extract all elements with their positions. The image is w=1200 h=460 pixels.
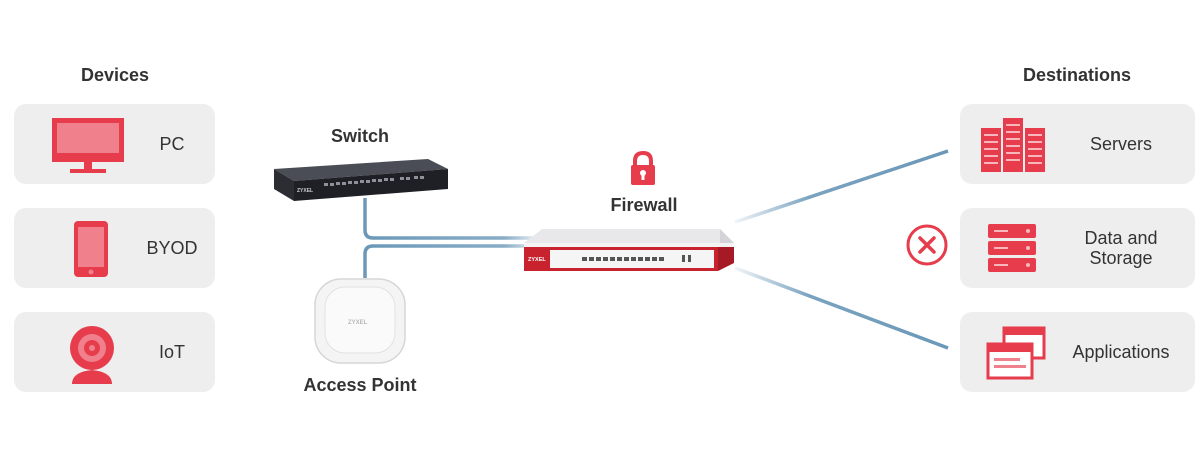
switch-to-firewall-cable <box>363 198 540 240</box>
phone-icon <box>42 218 138 278</box>
camera-icon <box>42 322 138 384</box>
svg-text:ZYXEL: ZYXEL <box>348 320 368 326</box>
destination-card-applications: Applications <box>960 312 1195 392</box>
firewall-heading: Firewall <box>610 195 678 215</box>
device-card-byod: BYOD <box>14 208 215 288</box>
destination-label: Applications <box>1072 342 1170 362</box>
destination-label: Data and Storage <box>1084 228 1158 268</box>
switch-heading: Switch <box>330 126 389 146</box>
device-label: BYOD <box>146 238 198 258</box>
access-point: ZYXEL <box>312 276 408 366</box>
network-switch: ZYXEL <box>268 155 450 205</box>
firewall-to-servers-link <box>734 149 949 224</box>
blocked-x-icon <box>906 224 948 266</box>
firewall-appliance: ZYXEL <box>520 225 738 275</box>
destination-label: Servers <box>1089 134 1152 154</box>
device-label: IoT <box>158 342 185 362</box>
device-card-iot: IoT <box>14 312 215 392</box>
access-point-heading: Access Point <box>303 375 417 395</box>
server-rack-icon <box>978 114 1048 174</box>
app-windows-icon <box>978 322 1048 382</box>
storage-icon <box>978 218 1048 278</box>
device-label: PC <box>159 134 185 154</box>
svg-text:ZYXEL: ZYXEL <box>297 188 313 194</box>
ap-to-firewall-cable <box>363 244 540 278</box>
device-card-pc: PC <box>14 104 215 184</box>
destinations-heading: Destinations <box>1022 65 1132 85</box>
svg-text:ZYXEL: ZYXEL <box>528 257 546 263</box>
devices-heading: Devices <box>80 65 150 85</box>
destination-card-servers: Servers <box>960 104 1195 184</box>
destination-card-storage: Data and Storage <box>960 208 1195 288</box>
lock-icon <box>628 150 658 187</box>
pc-icon <box>42 114 138 174</box>
firewall-to-applications-link <box>734 266 949 350</box>
